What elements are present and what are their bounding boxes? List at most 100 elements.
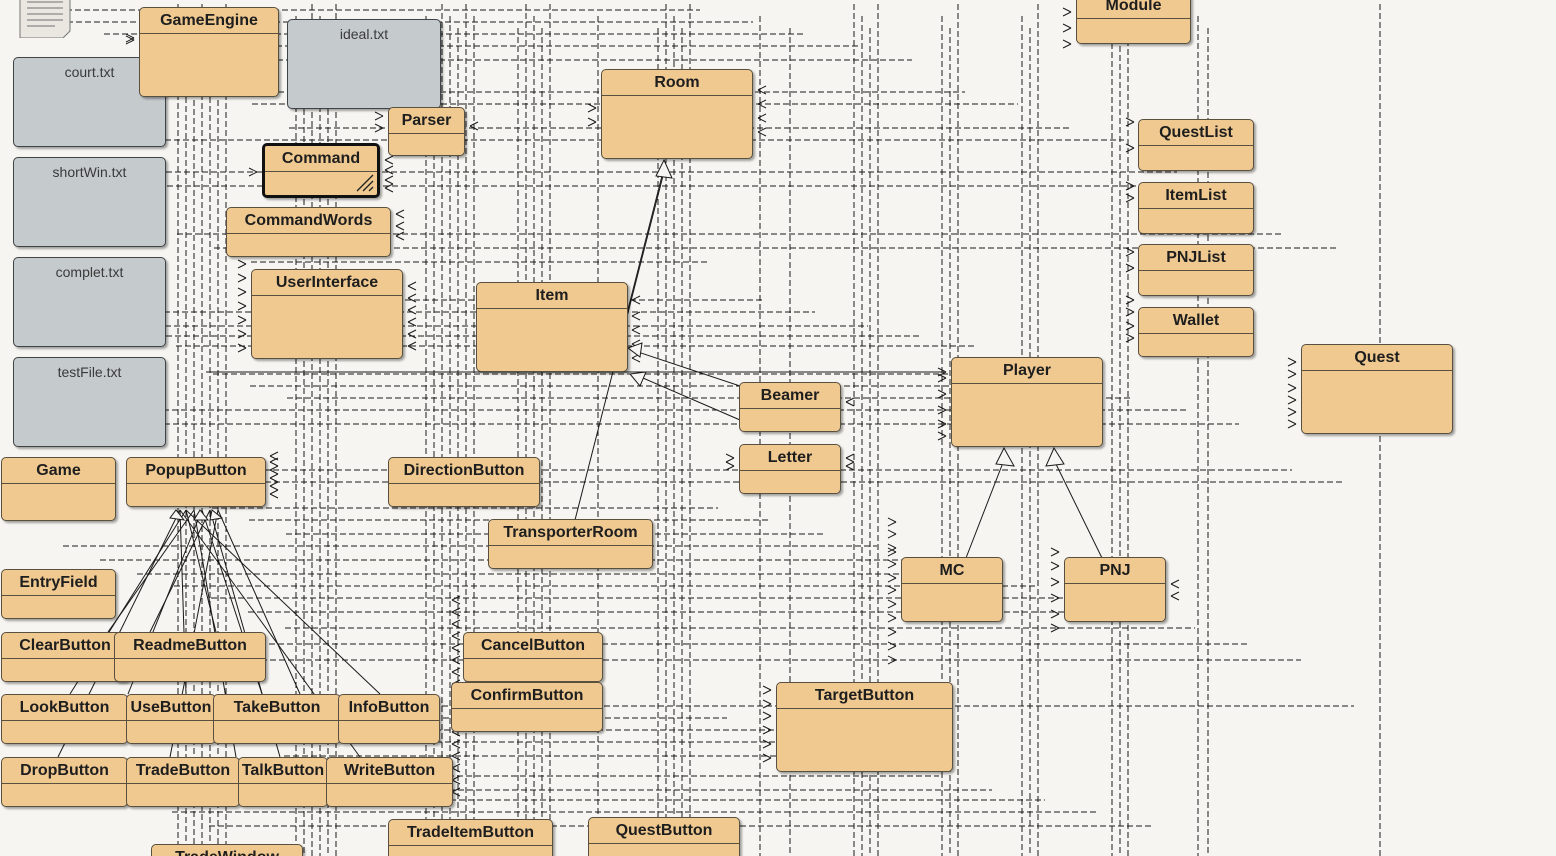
arrowhead [887,659,897,665]
class-name: ReadmeButton [115,633,265,659]
file-testfile-txt[interactable]: testFile.txt [13,357,166,447]
arrowhead [762,739,772,745]
arrowhead [1125,337,1135,343]
class-command[interactable]: Command [262,143,380,198]
arrowhead [1062,11,1072,17]
arrowhead [1050,581,1060,587]
arrowhead [374,123,384,129]
arrowhead [845,461,855,467]
class-questlist[interactable]: QuestList [1138,119,1254,171]
class-questbutton[interactable]: QuestButton [588,817,740,856]
inheritance-arrowhead [626,342,643,358]
class-targetbutton[interactable]: TargetButton [776,682,953,772]
arrowhead [631,315,641,321]
arrowhead [725,453,735,459]
class-writebutton[interactable]: WriteButton [326,757,453,807]
class-userinterface[interactable]: UserInterface [251,269,403,359]
class-infobutton[interactable]: InfoButton [338,694,440,744]
arrowhead [631,339,641,345]
arrowhead [757,99,767,105]
arrowhead [407,345,417,351]
arrowhead [937,419,947,425]
file-ideal-txt[interactable]: ideal.txt [287,19,441,109]
arrowhead [269,481,279,487]
class-player[interactable]: Player [951,357,1103,447]
class-pnjlist[interactable]: PNJList [1138,244,1254,296]
arrowhead [937,371,947,377]
class-dropbutton[interactable]: DropButton [1,757,128,807]
class-takebutton[interactable]: TakeButton [213,694,341,744]
inheritance-line [1053,459,1103,559]
class-usebutton[interactable]: UseButton [126,694,216,744]
arrowhead [1125,267,1135,273]
inheritance-arrowhead [1045,446,1065,467]
class-readmebutton[interactable]: ReadmeButton [114,632,266,682]
class-room[interactable]: Room [601,69,753,159]
class-name: Quest [1302,345,1452,371]
class-game[interactable]: Game [1,457,116,521]
inheritance-line [185,509,381,695]
class-name: ClearButton [2,633,128,659]
arrowhead [1287,399,1297,405]
arrowhead [887,559,897,565]
arrowhead [269,473,279,479]
arrowhead [937,409,947,415]
class-popupbutton[interactable]: PopupButton [126,457,266,507]
arrowhead [1125,197,1135,203]
arrowhead [269,493,279,499]
arrowhead [125,33,135,39]
class-clearbutton[interactable]: ClearButton [1,632,129,682]
class-gameengine[interactable]: GameEngine [139,7,279,97]
arrowhead [451,775,461,781]
class-quest[interactable]: Quest [1301,344,1453,434]
class-talkbutton[interactable]: TalkButton [238,757,328,807]
class-wallet[interactable]: Wallet [1138,307,1254,357]
arrowhead [887,563,897,569]
file-label: shortWin.txt [52,164,127,180]
arrowhead [887,631,897,637]
readme-note-icon[interactable] [19,0,71,38]
class-tradeitembutton[interactable]: TradeItemButton [388,819,553,856]
class-itemlist[interactable]: ItemList [1138,182,1254,234]
class-transporterroom[interactable]: TransporterRoom [488,519,653,569]
arrowhead [1125,117,1135,123]
arrowhead [757,117,767,123]
arrowhead [451,791,461,797]
arrowhead [395,225,405,231]
class-name: Wallet [1139,308,1253,334]
class-tradewindow[interactable]: TradeWindow [151,844,303,856]
arrowhead [887,577,897,583]
arrowhead [384,187,394,193]
arrowhead [451,767,461,773]
class-name: Player [952,358,1102,384]
class-item[interactable]: Item [476,282,628,372]
arrowhead [1287,361,1297,367]
file-complet-txt[interactable]: complet.txt [13,257,166,347]
class-name: EntryField [2,570,115,596]
arrowhead [451,667,461,673]
class-commandwords[interactable]: CommandWords [226,207,391,257]
arrowhead [1287,369,1297,375]
class-letter[interactable]: Letter [739,444,841,494]
resize-grip-icon[interactable] [355,173,375,193]
class-name: TransporterRoom [489,520,652,546]
class-mc[interactable]: MC [901,557,1003,622]
file-shortwin-txt[interactable]: shortWin.txt [13,157,166,247]
arrowhead [1125,251,1135,257]
arrowhead [269,477,279,483]
class-lookbutton[interactable]: LookButton [1,694,128,744]
class-confirmbutton[interactable]: ConfirmButton [451,682,603,732]
class-pnj[interactable]: PNJ [1064,557,1166,622]
class-name: GameEngine [140,8,278,34]
class-directionbutton[interactable]: DirectionButton [388,457,540,507]
class-entryfield[interactable]: EntryField [1,569,116,619]
class-tradebutton[interactable]: TradeButton [126,757,240,807]
class-module[interactable]: Module [1076,0,1191,44]
arrowhead [1125,181,1135,187]
class-parser[interactable]: Parser [388,107,465,156]
class-cancelbutton[interactable]: CancelButton [463,632,603,682]
arrowhead [725,461,735,467]
inheritance-arrowhead [629,371,647,387]
class-beamer[interactable]: Beamer [739,382,841,432]
